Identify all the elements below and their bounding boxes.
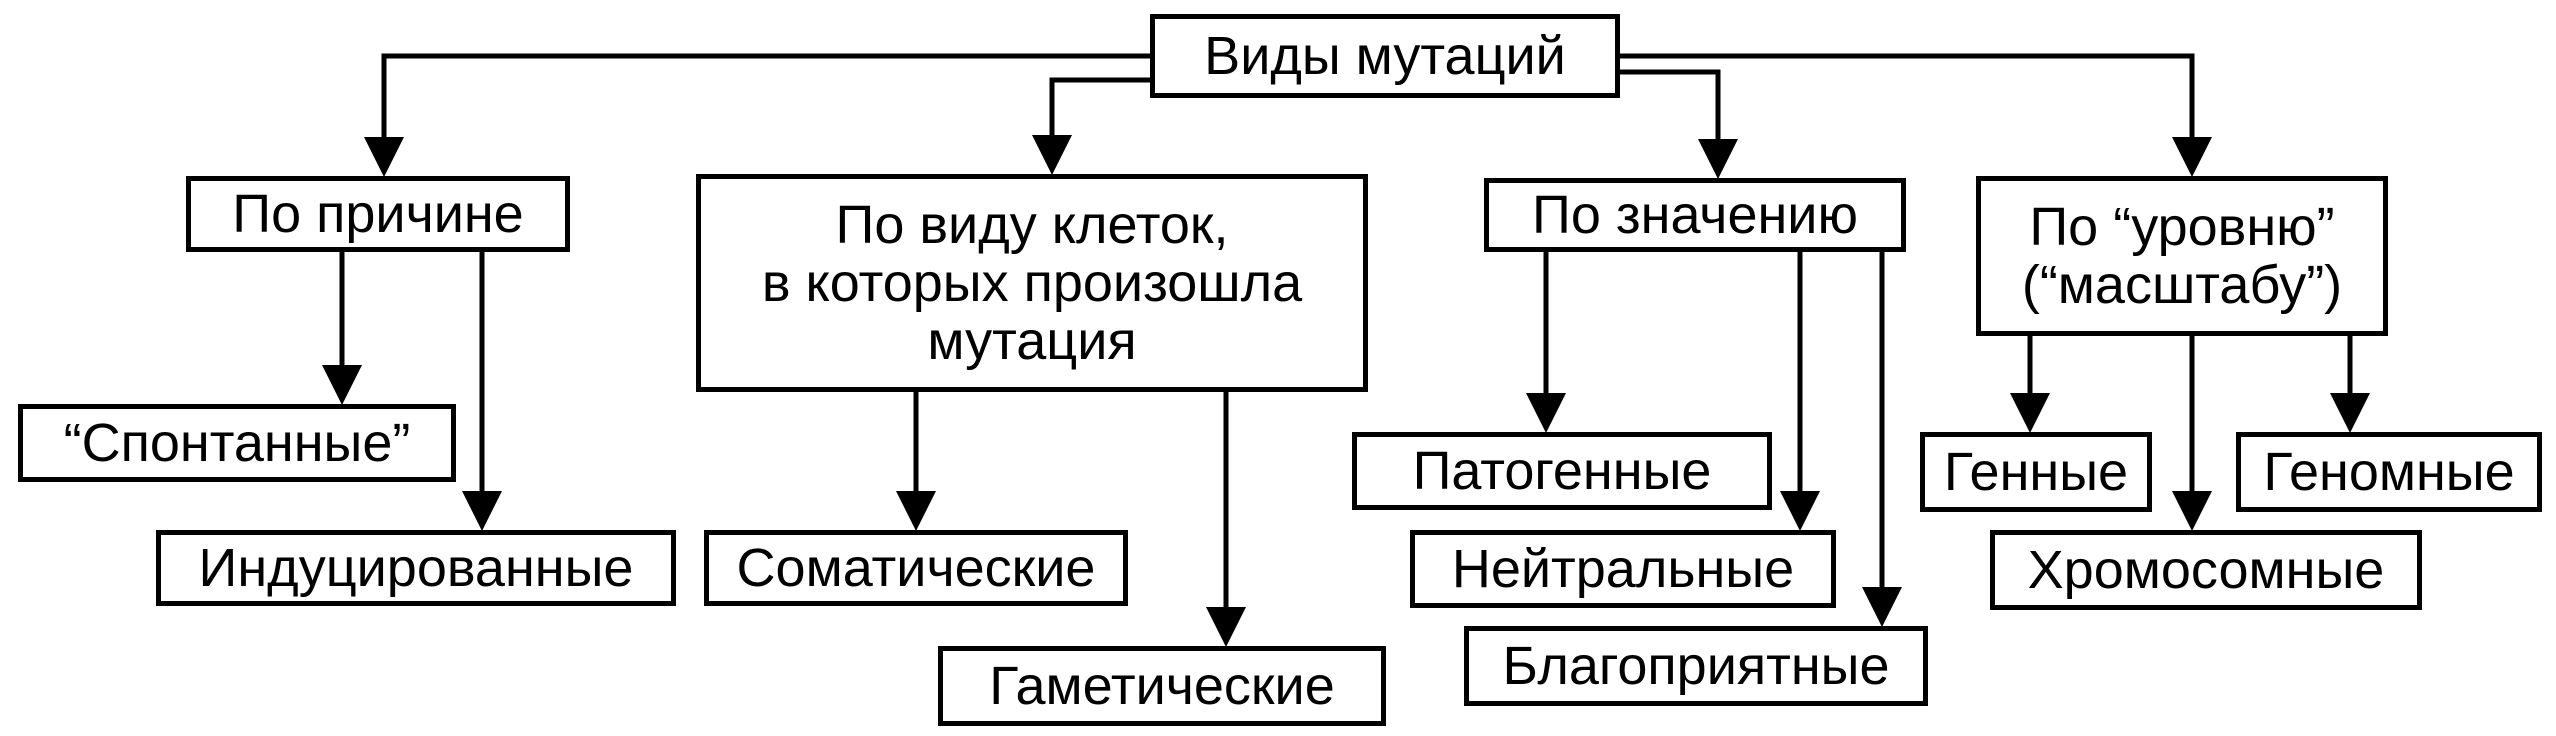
leaf-gene: Генные — [1920, 432, 2152, 512]
category-by-cell-type: По виду клеток, в которых произошла мута… — [696, 174, 1368, 392]
leaf-somatic: Соматические — [704, 530, 1128, 606]
leaf-neutral: Нейтральные — [1410, 530, 1836, 608]
connector-root-to-significance — [1620, 69, 1738, 179]
root-node: Виды мутаций — [1150, 14, 1620, 98]
leaf-chromosomal: Хромосомные — [1990, 530, 2422, 610]
leaf-pathogenic: Патогенные — [1352, 432, 1772, 510]
leaf-gametic: Гаметические — [938, 646, 1386, 726]
leaf-genomic: Геномные — [2236, 432, 2542, 512]
leaf-induced: Индуцированные — [156, 530, 676, 606]
connector-root-to-cell-type — [1032, 77, 1150, 175]
leaf-favorable: Благоприятные — [1464, 626, 1928, 706]
connector-root-to-cause — [364, 53, 1150, 177]
leaf-spontaneous: “Спонтанные” — [18, 404, 456, 482]
connector-root-to-level — [1620, 53, 2212, 177]
category-by-significance: По значению — [1484, 178, 1906, 252]
category-by-cause: По причине — [186, 176, 570, 252]
category-by-level: По “уровню” (“масштабу”) — [1976, 176, 2388, 336]
